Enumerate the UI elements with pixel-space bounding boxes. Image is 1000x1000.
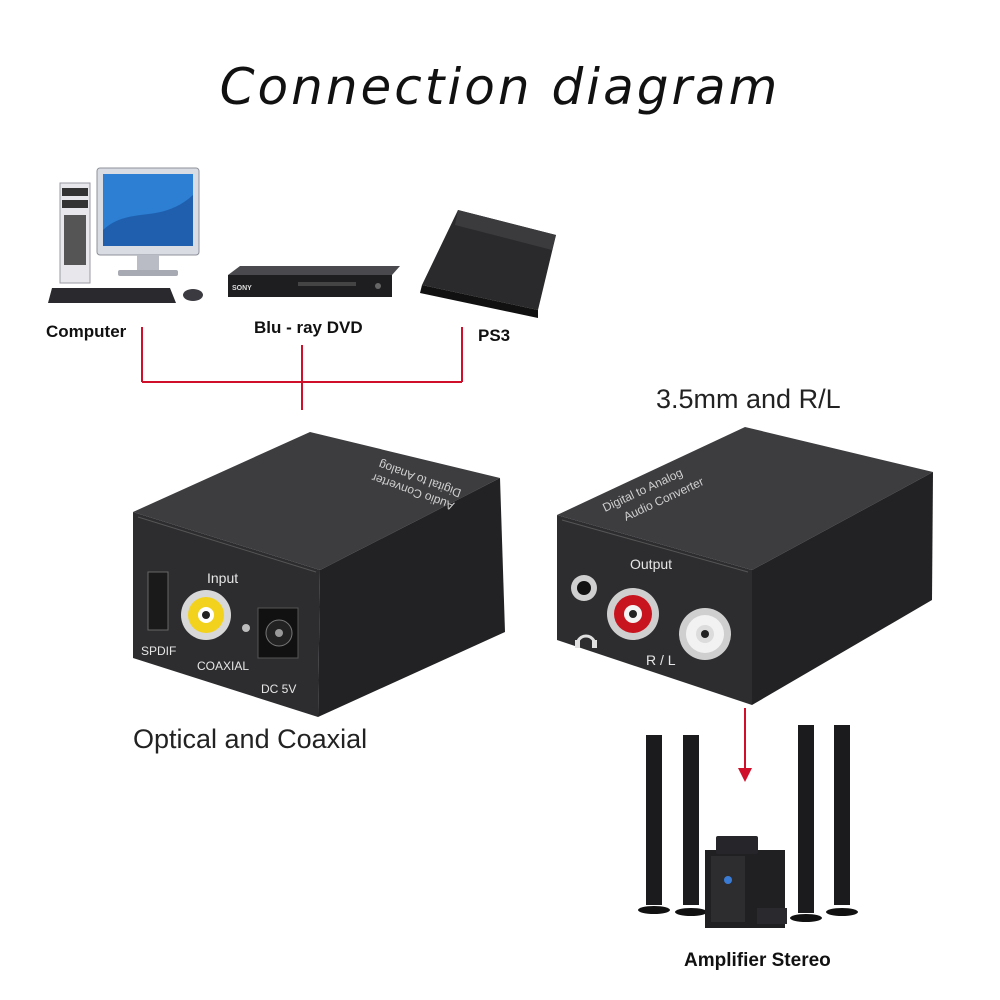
amplifier-label: Amplifier Stereo <box>684 950 831 971</box>
input-converter-box: Digital to Analog Audio Converter Input … <box>133 432 505 717</box>
bluray-brand: SONY <box>232 285 252 292</box>
ps3-illustration <box>420 210 556 318</box>
bluray-player-illustration: SONY <box>228 266 400 297</box>
spdif-label: SPDIF <box>141 644 176 658</box>
speaker-system-illustration <box>638 725 858 928</box>
page-title: Connection diagram <box>219 58 781 116</box>
source-label-bluray: Blu - ray DVD <box>254 318 363 337</box>
output-port-title: Output <box>630 556 672 572</box>
input-port-title: Input <box>207 570 238 586</box>
input-caption: Optical and Coaxial <box>133 724 368 754</box>
source-label-computer: Computer <box>46 322 127 341</box>
source-label-ps3: PS3 <box>478 326 511 345</box>
rl-label: R / L <box>646 652 676 668</box>
output-caption: 3.5mm and R/L <box>656 384 841 414</box>
dc-label: DC 5V <box>261 682 296 696</box>
computer-illustration <box>48 167 203 303</box>
arrow-down-icon <box>738 768 752 782</box>
output-arrow <box>738 708 752 782</box>
coaxial-label: COAXIAL <box>197 659 249 673</box>
output-converter-box: Digital to Analog Audio Converter Output… <box>557 427 933 705</box>
source-connector-lines <box>141 327 463 410</box>
